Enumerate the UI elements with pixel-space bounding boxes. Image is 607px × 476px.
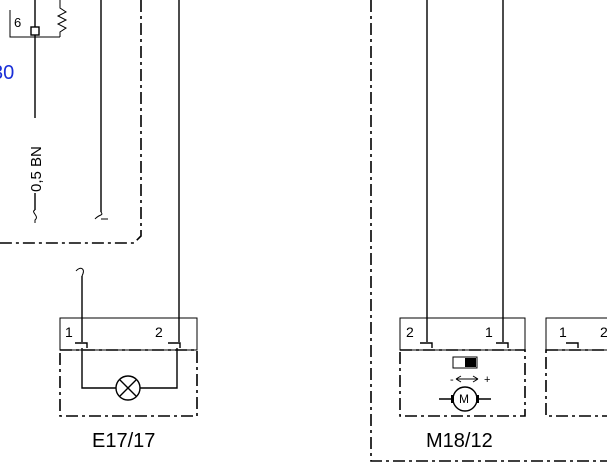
- svg-text:M: M: [459, 392, 469, 406]
- wire-break-mark-2: [94, 211, 108, 220]
- component-partial-right: 1 2: [545, 317, 607, 417]
- component-label: E17/17: [92, 430, 155, 452]
- wire-break-mark: [33, 209, 37, 223]
- wire-break-mark-3: [75, 267, 84, 277]
- component-m18-12: 2 1 - + M M18/12: [399, 317, 526, 452]
- motor-icon: M: [439, 386, 491, 412]
- connector-pin-6: 6: [9, 0, 68, 38]
- lamp-icon: [115, 375, 141, 401]
- component-label: M18/12: [426, 430, 493, 452]
- pin-2-label: 2: [600, 324, 607, 340]
- pin-1-label: 1: [485, 324, 493, 340]
- pin-1-label: 1: [559, 324, 567, 340]
- component-e17-17: 1 2 E17/17: [59, 317, 198, 452]
- module-boundary-right: [370, 0, 607, 462]
- svg-text:-: -: [450, 374, 454, 386]
- module-boundary-left: [0, 0, 142, 244]
- pin-2-label: 2: [155, 324, 163, 340]
- wire-label: 0,5 BN: [28, 146, 45, 192]
- pin-1-label: 1: [65, 324, 73, 340]
- blue-signal-label: 30: [0, 62, 14, 84]
- svg-text:+: +: [484, 374, 490, 386]
- pin-2-label: 2: [406, 324, 414, 340]
- connector-pin-label: 6: [14, 15, 21, 30]
